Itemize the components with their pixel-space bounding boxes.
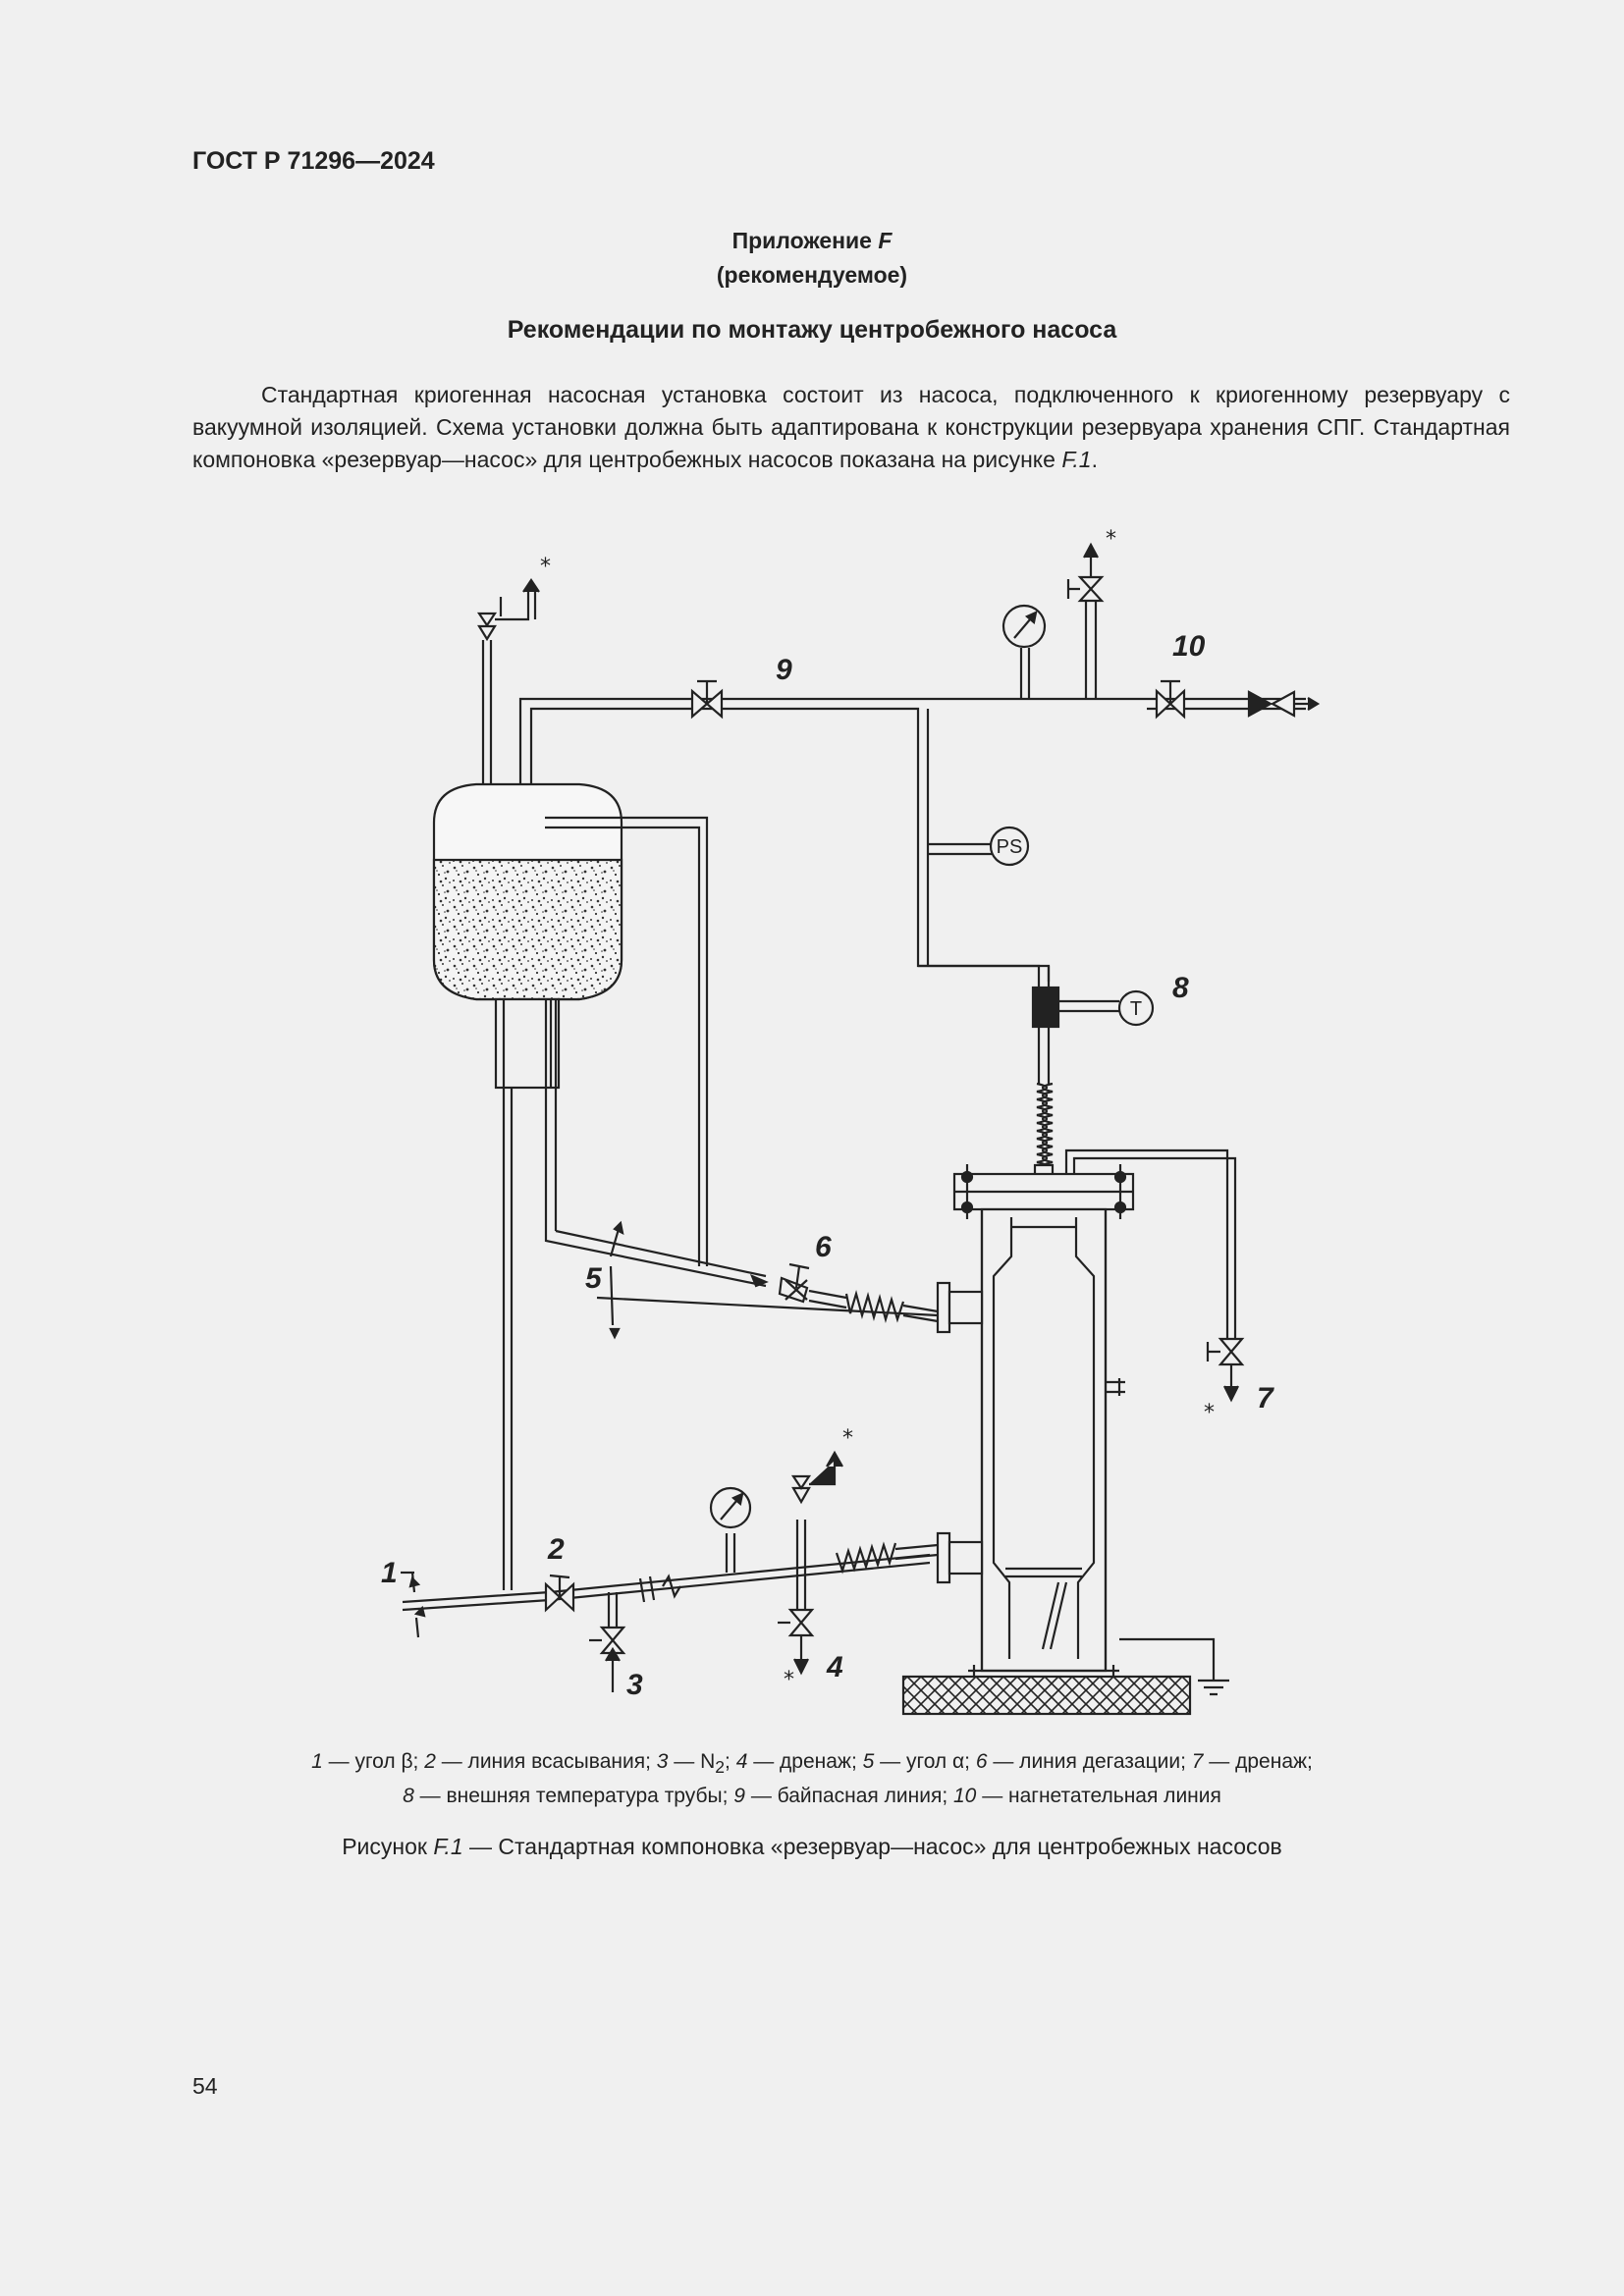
vent-mark-drain7: * [1204,1401,1215,1425]
tank-vent-line [476,578,540,785]
legend-line-1: 1 — угол β; 2 — линия всасывания; 3 — N2… [0,1747,1624,1782]
discharge-riser [918,964,1155,1177]
pressure-switch-label: PS [997,836,1023,858]
legend-num: 5 [862,1750,875,1773]
section-title: Рекомендации по монтажу центробежного на… [507,316,1117,344]
legend-text: — линия дегазации; [987,1750,1192,1773]
caption-ref: F.1 [433,1834,463,1859]
figure-caption: Рисунок F.1 — Стандартная компоновка «ре… [0,1834,1624,1860]
pressure-switch [989,826,1030,867]
appendix-letter: F [878,228,893,253]
legend-text: — N [668,1750,716,1773]
paragraph-text: Стандартная криогенная насосная установк… [192,382,1510,472]
label-8: 8 [1172,972,1189,1004]
vent-mark-top: * [1106,527,1116,552]
label-4: 4 [826,1651,843,1683]
legend-text: — угол α; [874,1750,976,1773]
figure-legend: 1 — угол β; 2 — линия всасывания; 3 — N2… [0,1747,1624,1811]
cryogenic-tank [432,782,623,1090]
vent-mark-drain4: * [784,1668,794,1692]
label-2: 2 [547,1533,565,1566]
legend-num: 10 [953,1785,977,1808]
body-paragraph: Стандартная криогенная насосная установк… [192,379,1510,476]
legend-num: 7 [1191,1750,1204,1773]
legend-subscript: 2 [715,1757,726,1778]
vent-mark-tank: * [540,555,551,579]
document-header: ГОСТ Р 71296—2024 [192,147,435,175]
label-1: 1 [381,1557,398,1589]
legend-num: 9 [733,1785,745,1808]
legend-num: 6 [975,1750,988,1773]
legend-text: — дренаж; [1203,1750,1313,1773]
label-5: 5 [585,1262,603,1295]
centrifugal-pump [936,1164,1135,1677]
thermometer-label: T [1130,998,1142,1020]
legend-text: — дренаж; [747,1750,863,1773]
figure-reference: F.1 [1061,447,1092,472]
label-3: 3 [626,1669,643,1701]
degassing-line [544,816,939,1340]
legend-text: — внешняя температура трубы; [413,1785,734,1808]
suction-line [401,1088,939,1692]
legend-text: ; [725,1750,736,1773]
legend-num: 4 [735,1750,748,1773]
legend-num: 3 [656,1750,669,1773]
vent-stack-top [1066,542,1105,699]
label-7: 7 [1257,1382,1274,1415]
vent-mark-suction: * [842,1426,853,1451]
caption-prefix: Рисунок [342,1834,434,1859]
label-6: 6 [815,1231,832,1263]
discharge-line [1147,679,1321,720]
caption-text: — Стандартная компоновка «резервуар—насо… [462,1834,1282,1859]
label-9: 9 [776,654,792,686]
appendix-prefix: Приложение [731,228,879,253]
legend-text: — линия всасывания; [435,1750,657,1773]
legend-num: 1 [311,1750,323,1773]
appendix-title: Приложение F [0,224,1624,258]
legend-text: — байпасная линия; [744,1785,953,1808]
pump-drain-line [1064,1148,1245,1403]
appendix-status: (рекомендуемое) [716,262,908,288]
legend-line-2: 8 — внешняя температура трубы; 9 — байпа… [0,1782,1624,1811]
pressure-gauge-top [1001,604,1047,699]
label-10: 10 [1172,630,1206,663]
page-number: 54 [192,2073,218,2099]
appendix-heading: Приложение F (рекомендуемое) [0,224,1624,293]
legend-num: 8 [403,1785,414,1808]
legend-text: — угол β; [322,1750,425,1773]
pump-foundation [901,1637,1229,1716]
legend-num: 2 [424,1750,436,1773]
paragraph-end: . [1091,447,1098,472]
legend-text: — нагнетательная линия [976,1785,1221,1808]
